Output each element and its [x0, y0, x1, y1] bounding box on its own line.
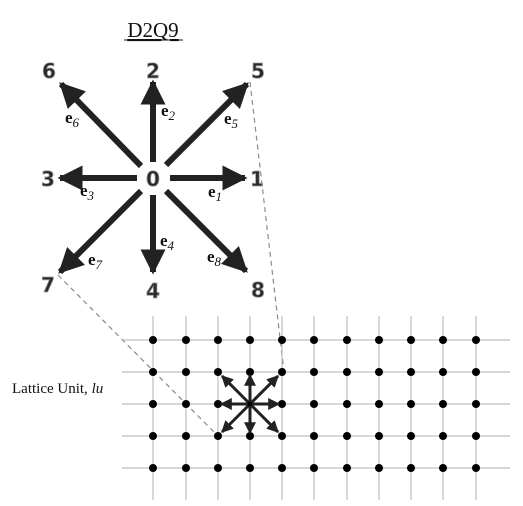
vector-label-e3: e3 — [80, 181, 95, 203]
lattice-stencil — [219, 373, 281, 435]
lattice-node — [472, 400, 480, 408]
lattice-node — [246, 464, 254, 472]
lattice-node — [407, 336, 415, 344]
lattice-node — [149, 368, 157, 376]
lattice-node — [375, 336, 383, 344]
lattice-node — [472, 432, 480, 440]
node-numbers: 1 2 3 4 5 6 7 8 — [41, 59, 266, 304]
lattice-node — [375, 464, 383, 472]
arrow-e5 — [163, 81, 250, 168]
stencil-arrow-e8 — [250, 404, 280, 434]
lattice-node — [246, 432, 254, 440]
lattice-node — [310, 464, 318, 472]
vector-label-e7: e7 — [88, 250, 103, 272]
lattice-node — [214, 432, 222, 440]
vector-label-e2: e2 — [161, 101, 176, 123]
lattice-node — [246, 368, 254, 376]
vector-labels: e1 e2 e3 e4 e5 e6 e7 e8 — [65, 101, 239, 272]
node-number-3: 3 — [41, 167, 55, 191]
lattice-node — [375, 432, 383, 440]
lattice-node — [278, 464, 286, 472]
lattice-node — [439, 368, 447, 376]
lattice-node — [149, 432, 157, 440]
arrow-e7 — [57, 188, 144, 275]
lattice-node — [375, 400, 383, 408]
lattice-node — [407, 432, 415, 440]
arrow-e6 — [58, 81, 144, 169]
lattice-node — [439, 400, 447, 408]
vector-label-e1: e1 — [208, 182, 222, 204]
lattice-node — [472, 464, 480, 472]
lattice-node — [149, 464, 157, 472]
node-number-8: 8 — [251, 278, 265, 302]
lattice-node — [182, 368, 190, 376]
node-number-7: 7 — [41, 273, 55, 297]
lattice-node — [439, 432, 447, 440]
lattice-node — [182, 432, 190, 440]
stencil-arrow-e5 — [250, 374, 280, 404]
lattice-node — [343, 336, 351, 344]
projection-line-lower — [57, 274, 219, 437]
lattice-node — [343, 432, 351, 440]
stencil-arrow-e7 — [220, 404, 250, 434]
lattice-node — [182, 464, 190, 472]
arrow-e8 — [163, 188, 249, 274]
lattice-node — [439, 336, 447, 344]
lattice-node — [343, 400, 351, 408]
lattice-grid-lines — [122, 316, 510, 500]
node-number-6: 6 — [42, 59, 56, 83]
lattice-node — [343, 464, 351, 472]
lattice-unit-label: Lattice Unit, lu — [12, 381, 103, 397]
projection-line-upper — [249, 81, 285, 373]
lattice-node — [149, 336, 157, 344]
lattice-node — [214, 464, 222, 472]
lattice-node — [310, 336, 318, 344]
lattice-node — [149, 400, 157, 408]
lattice-node — [214, 336, 222, 344]
lattice-node — [407, 400, 415, 408]
vector-label-e8: e8 — [207, 247, 222, 269]
lattice-node — [439, 464, 447, 472]
lattice-node — [407, 368, 415, 376]
node-number-2: 2 — [146, 59, 160, 83]
lattice-node — [310, 368, 318, 376]
lattice-node — [182, 336, 190, 344]
lattice-node — [343, 368, 351, 376]
lattice-node — [278, 432, 286, 440]
center-node — [141, 166, 165, 190]
node-number-4: 4 — [146, 279, 160, 303]
lattice-node — [182, 400, 190, 408]
diagram-title: D2Q9 — [127, 18, 178, 42]
lattice-node — [310, 432, 318, 440]
lattice-node — [407, 464, 415, 472]
node-number-5: 5 — [251, 59, 265, 83]
lattice-node — [375, 368, 383, 376]
node-number-1: 1 — [250, 167, 264, 191]
vector-label-e5: e5 — [224, 109, 239, 131]
vector-label-e6: e6 — [65, 108, 80, 130]
vector-label-e4: e4 — [160, 231, 175, 253]
lattice-node — [214, 368, 222, 376]
lattice-node — [310, 400, 318, 408]
lattice-node — [278, 336, 286, 344]
lattice-node — [246, 336, 254, 344]
lattice-node — [472, 368, 480, 376]
velocity-arrows — [57, 79, 250, 275]
lattice-node — [214, 400, 222, 408]
lattice-node — [278, 400, 286, 408]
stencil-arrow-e6 — [220, 374, 250, 404]
lattice-node — [278, 368, 286, 376]
node-number-0: 0 — [146, 167, 160, 191]
lattice-node — [472, 336, 480, 344]
